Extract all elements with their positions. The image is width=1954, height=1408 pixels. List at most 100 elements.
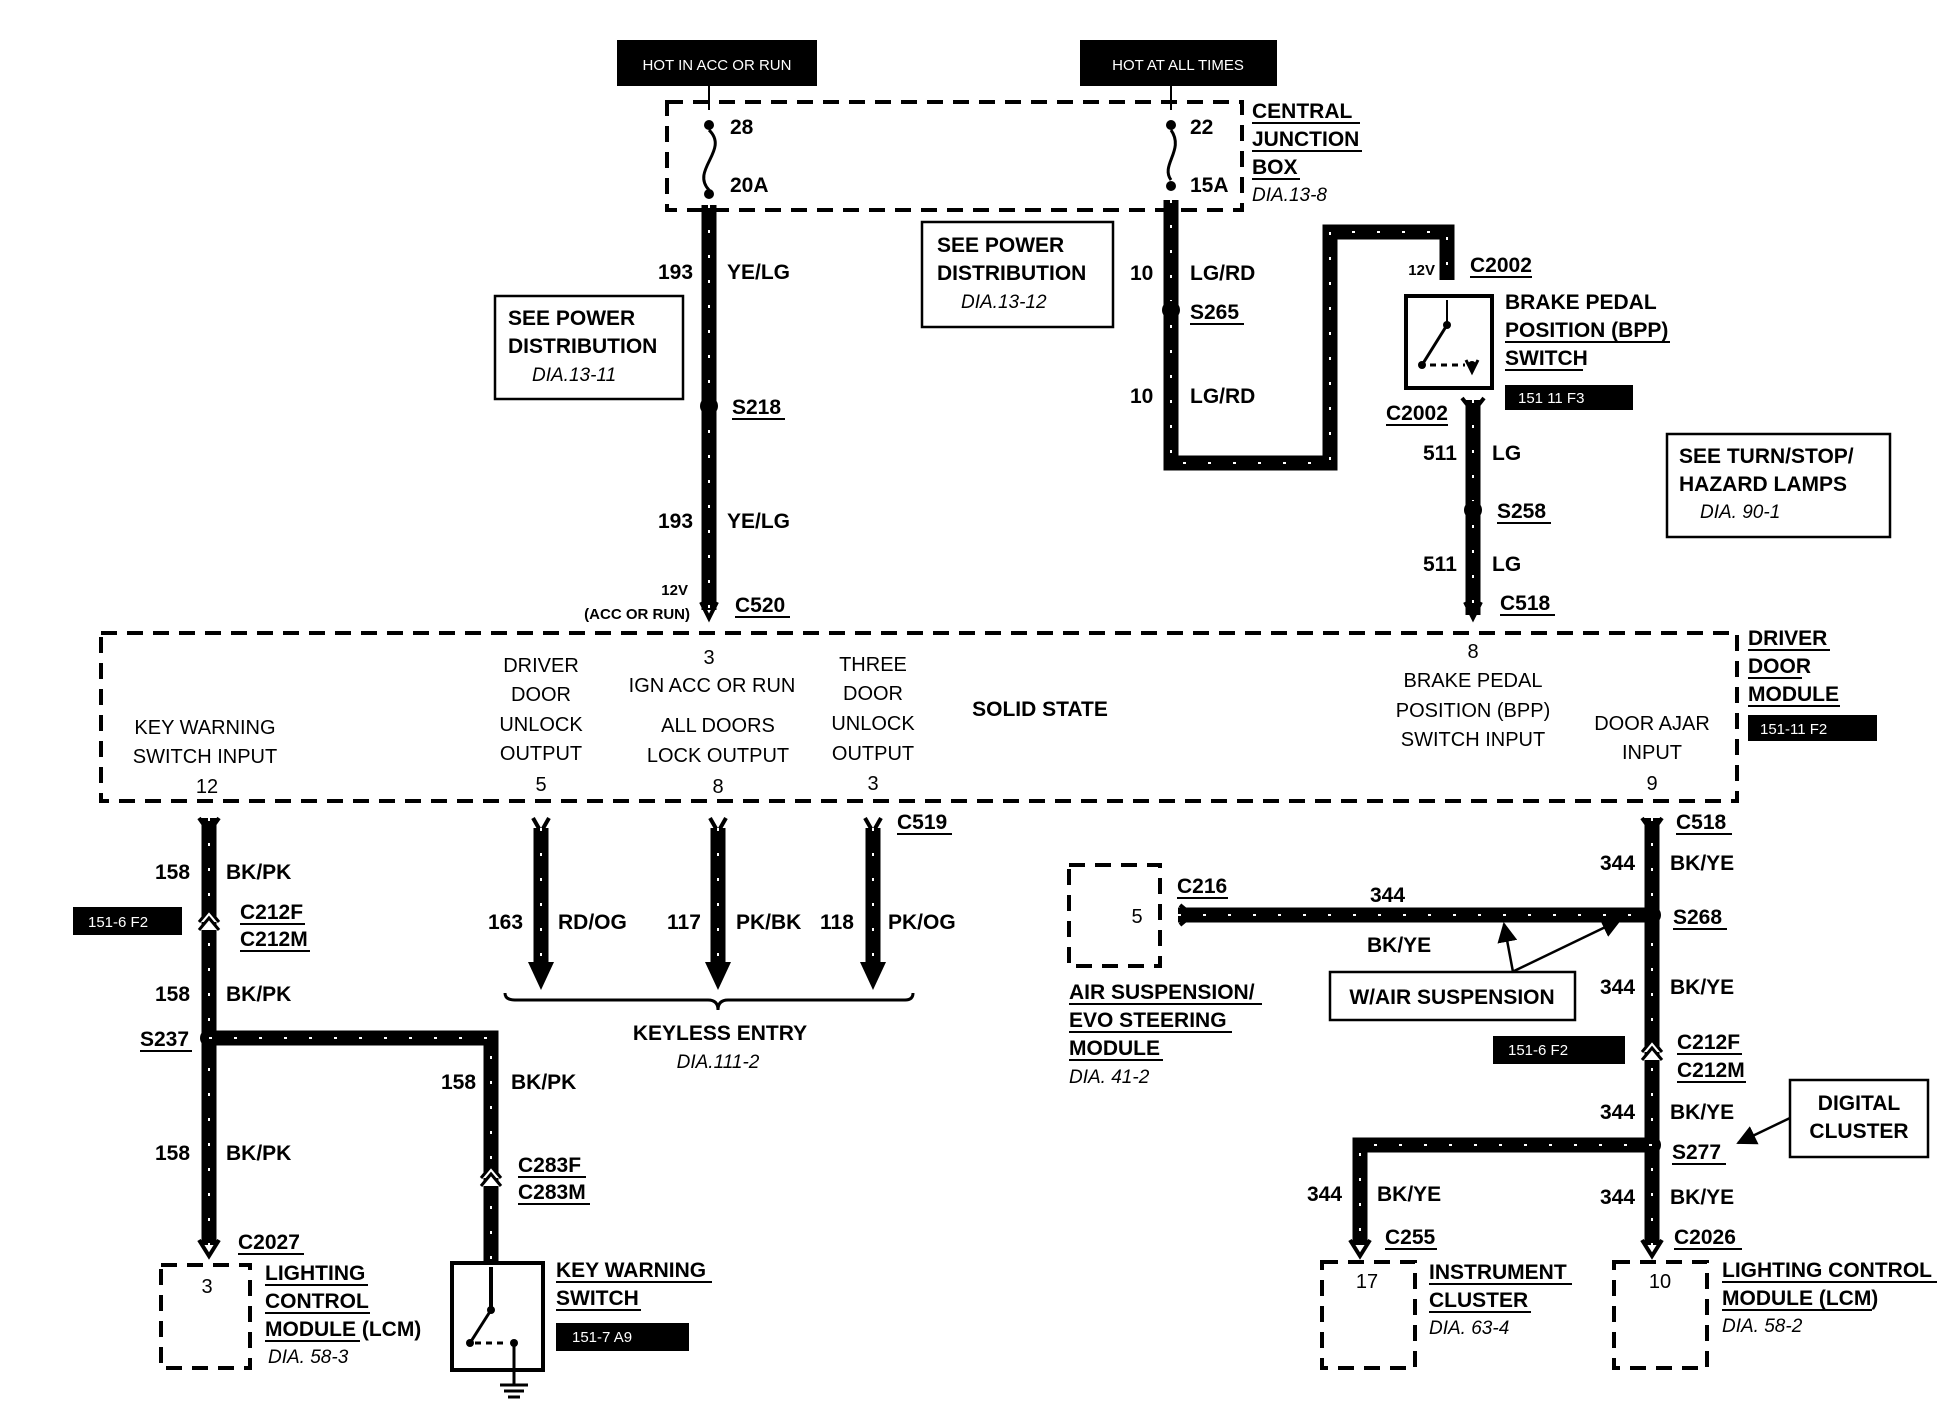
svg-text:C212F: C212F	[1677, 1031, 1740, 1054]
svg-text:344: 344	[1600, 1186, 1635, 1209]
svg-text:BK/PK: BK/PK	[511, 1071, 576, 1094]
svg-text:LOCK OUTPUT: LOCK OUTPUT	[647, 745, 789, 767]
svg-text:C212F: C212F	[240, 901, 303, 924]
svg-text:LG/RD: LG/RD	[1190, 385, 1255, 408]
svg-text:SEE POWER: SEE POWER	[937, 234, 1064, 257]
svg-text:BRAKE PEDAL: BRAKE PEDAL	[1404, 670, 1543, 692]
wire-344-to-air-suspension: 344 BK/YE	[1178, 884, 1652, 957]
svg-text:MODULE (LCM): MODULE (LCM)	[265, 1318, 421, 1341]
svg-text:PK/BK: PK/BK	[736, 911, 801, 934]
w-air-suspension-note: W/AIR SUSPENSION	[1328, 918, 1622, 1022]
svg-text:3: 3	[703, 647, 714, 669]
svg-text:LG/RD: LG/RD	[1190, 262, 1255, 285]
svg-text:DOOR: DOOR	[1748, 655, 1811, 678]
svg-text:CLUSTER: CLUSTER	[1809, 1120, 1908, 1143]
svg-text:INPUT: INPUT	[1622, 742, 1682, 764]
svg-text:12V: 12V	[1408, 262, 1435, 279]
svg-text:C255: C255	[1385, 1226, 1436, 1249]
air-suspension-module: 5 C216 AIR SUSPENSION/ EVO STEERING MODU…	[1067, 863, 1262, 1088]
svg-text:151-11 F2: 151-11 F2	[1760, 721, 1827, 738]
svg-text:8: 8	[712, 776, 723, 798]
svg-text:THREE: THREE	[839, 654, 907, 676]
svg-text:C2027: C2027	[238, 1231, 300, 1254]
see-power-distribution-left: SEE POWER DISTRIBUTION DIA.13-11	[493, 294, 685, 401]
svg-text:DISTRIBUTION: DISTRIBUTION	[508, 335, 657, 358]
power-tag-all-times: HOT AT ALL TIMES	[1080, 40, 1277, 86]
svg-text:C283F: C283F	[518, 1154, 581, 1177]
svg-text:YE/LG: YE/LG	[727, 261, 790, 284]
svg-text:UNLOCK: UNLOCK	[831, 713, 915, 735]
svg-text:CONTROL: CONTROL	[265, 1290, 369, 1313]
wire-10: 10 LG/RD S265 10 LG/RD	[1130, 200, 1455, 471]
svg-text:C2002: C2002	[1470, 254, 1532, 277]
central-junction-box	[665, 100, 1244, 212]
svg-text:C520: C520	[735, 594, 785, 617]
svg-text:SOLID STATE: SOLID STATE	[972, 698, 1108, 721]
svg-text:22: 22	[1190, 116, 1213, 139]
svg-text:UNLOCK: UNLOCK	[499, 714, 583, 736]
bpp-switch: 12V C2002 BRAKE PEDAL POSITION (BPP) SWI…	[1386, 254, 1670, 426]
svg-text:(ACC OR RUN): (ACC OR RUN)	[584, 606, 690, 623]
svg-text:BK/PK: BK/PK	[226, 983, 291, 1006]
svg-text:BK/PK: BK/PK	[226, 861, 291, 884]
svg-text:HAZARD LAMPS: HAZARD LAMPS	[1679, 473, 1847, 496]
svg-text:BK/YE: BK/YE	[1377, 1183, 1441, 1206]
svg-text:DIA.111-2: DIA.111-2	[677, 1052, 760, 1073]
svg-text:C518: C518	[1500, 592, 1551, 615]
svg-text:DIA. 58-2: DIA. 58-2	[1722, 1316, 1803, 1337]
svg-text:10: 10	[1130, 385, 1153, 408]
svg-text:BK/YE: BK/YE	[1670, 976, 1734, 999]
svg-text:DIA. 63-4: DIA. 63-4	[1429, 1318, 1509, 1339]
svg-text:INSTRUMENT: INSTRUMENT	[1429, 1261, 1567, 1284]
svg-text:DOOR: DOOR	[511, 684, 571, 706]
svg-text:DIGITAL: DIGITAL	[1818, 1092, 1901, 1115]
svg-text:BRAKE PEDAL: BRAKE PEDAL	[1505, 291, 1657, 314]
svg-text:SEE TURN/STOP/: SEE TURN/STOP/	[1679, 445, 1854, 468]
svg-text:LIGHTING: LIGHTING	[265, 1262, 365, 1285]
svg-text:SWITCH: SWITCH	[1505, 347, 1588, 370]
svg-text:20A: 20A	[730, 174, 769, 197]
svg-text:344: 344	[1600, 1101, 1635, 1124]
svg-text:511: 511	[1423, 553, 1457, 576]
svg-text:118: 118	[820, 911, 854, 934]
svg-text:163: 163	[488, 911, 523, 934]
svg-text:SWITCH INPUT: SWITCH INPUT	[1401, 729, 1545, 751]
svg-text:POSITION (BPP): POSITION (BPP)	[1396, 700, 1550, 722]
svg-text:BK/YE: BK/YE	[1670, 1101, 1734, 1124]
svg-text:17: 17	[1356, 1271, 1378, 1293]
svg-text:344: 344	[1600, 976, 1635, 999]
lcm-left: 3 LIGHTING CONTROL MODULE (LCM) DIA. 58-…	[159, 1262, 421, 1370]
svg-text:S258: S258	[1497, 500, 1546, 523]
svg-text:ALL DOORS: ALL DOORS	[661, 715, 775, 737]
svg-text:S265: S265	[1190, 301, 1239, 324]
wire-193: 193 YE/LG S218 193 YE/LG 12V (ACC OR RUN…	[584, 205, 790, 623]
svg-text:C518: C518	[1676, 811, 1727, 834]
svg-text:10: 10	[1649, 1271, 1671, 1293]
svg-text:C216: C216	[1177, 875, 1227, 898]
svg-text:DIA. 41-2: DIA. 41-2	[1069, 1067, 1150, 1088]
svg-text:28: 28	[730, 116, 754, 139]
svg-text:KEY WARNING: KEY WARNING	[556, 1259, 706, 1282]
svg-text:DRIVER: DRIVER	[503, 655, 579, 677]
svg-text:CENTRAL: CENTRAL	[1252, 100, 1352, 123]
svg-text:RD/OG: RD/OG	[558, 911, 627, 934]
svg-text:YE/LG: YE/LG	[727, 510, 790, 533]
svg-text:C212M: C212M	[1677, 1059, 1745, 1082]
svg-text:12: 12	[196, 776, 218, 798]
svg-text:15A: 15A	[1190, 174, 1229, 197]
keyless-entry-outputs: C519 163 RD/OG 117 PK/BK 118 PK/OG KEYLE…	[488, 811, 956, 1073]
svg-text:BK/PK: BK/PK	[226, 1142, 291, 1165]
svg-text:DIA. 58-3: DIA. 58-3	[268, 1347, 349, 1368]
svg-text:3: 3	[201, 1276, 212, 1298]
svg-text:LG: LG	[1492, 553, 1521, 576]
svg-text:AIR SUSPENSION/: AIR SUSPENSION/	[1069, 981, 1255, 1004]
svg-text:10: 10	[1130, 262, 1153, 285]
svg-text:193: 193	[658, 510, 693, 533]
svg-text:BK/YE: BK/YE	[1670, 852, 1734, 875]
wire-158: 158 BK/PK 151-6 F2 C212F C212M 158 BK/PK…	[73, 816, 310, 1260]
svg-text:SEE POWER: SEE POWER	[508, 307, 635, 330]
svg-text:BK/YE: BK/YE	[1367, 934, 1431, 957]
svg-text:C519: C519	[897, 811, 947, 834]
svg-text:3: 3	[867, 773, 878, 795]
instrument-cluster: 17 INSTRUMENT CLUSTER DIA. 63-4	[1320, 1260, 1572, 1370]
